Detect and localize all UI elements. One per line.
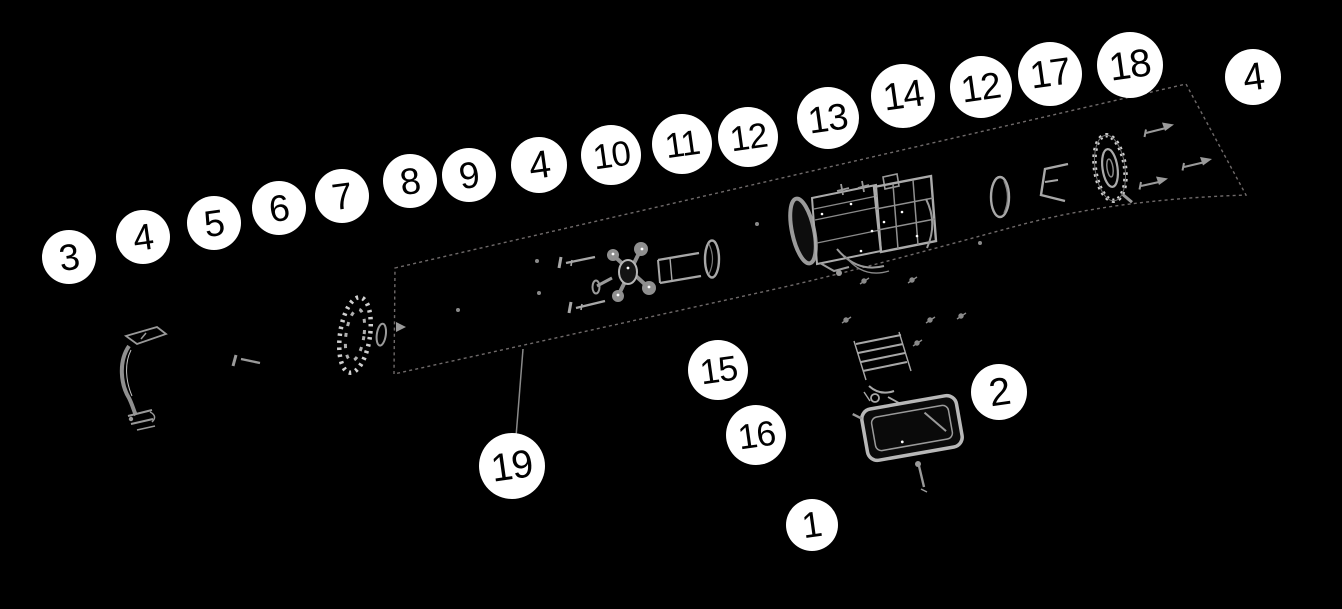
part-callout-balloon[interactable]: 14 [871, 64, 935, 128]
part-callout-balloon[interactable]: 3 [42, 230, 96, 284]
part-callout-number: 18 [1106, 40, 1154, 90]
part-callout-number: 11 [662, 122, 702, 166]
part-callout-number: 9 [456, 153, 482, 197]
part-callout-balloon[interactable]: 4 [116, 210, 170, 264]
part-callout-number: 6 [266, 186, 292, 230]
part-callout-number: 19 [488, 441, 536, 491]
part-callout-balloon[interactable]: 10 [581, 125, 641, 185]
part-callout-balloon[interactable]: 8 [383, 154, 437, 208]
part-callout-number: 4 [1239, 54, 1267, 100]
retaining-clip-part [1039, 162, 1069, 203]
part-callout-balloon[interactable]: 4 [511, 137, 567, 193]
assembly-outline-dashed [393, 83, 1248, 375]
part-callout-number: 7 [329, 174, 355, 218]
part-callout-number: 15 [696, 348, 740, 392]
part-callout-number: 12 [958, 63, 1004, 111]
part-callout-number: 10 [589, 133, 633, 177]
part-callout-number: 16 [734, 413, 778, 457]
part-callout-balloon[interactable]: 17 [1018, 42, 1082, 106]
part-callout-balloon[interactable]: 7 [315, 169, 369, 223]
part-callout-balloon[interactable]: 13 [797, 87, 859, 149]
screws-gearcase [557, 255, 606, 314]
small-screw-heads [841, 276, 967, 347]
part-callout-number: 12 [726, 115, 770, 159]
spring-cage-part [657, 239, 721, 285]
part-callout-balloon[interactable]: 4 [1225, 49, 1281, 105]
belt-hook-part [119, 326, 168, 431]
part-callout-balloon[interactable]: 6 [252, 181, 306, 235]
gear-wheel-part [336, 295, 388, 375]
clutch-gear-part [1092, 133, 1133, 204]
part-callout-number: 2 [985, 369, 1013, 415]
spacer-ring-part [989, 175, 1011, 219]
part-callout-balloon[interactable]: 12 [718, 107, 778, 167]
motor-switch-assembly-part [788, 173, 938, 276]
part-callout-number: 8 [397, 159, 423, 203]
outline-wedge-marker [396, 322, 406, 332]
part-callout-number: 17 [1027, 50, 1073, 98]
part-callout-number: 4 [525, 142, 553, 188]
part-callout-balloon[interactable]: 16 [726, 405, 786, 465]
part-callout-balloon[interactable]: 11 [652, 114, 712, 174]
handle-grip-part [853, 331, 912, 413]
part-callout-balloon[interactable]: 19 [479, 433, 545, 499]
screw-part-left [231, 354, 261, 367]
battery-pack-part [852, 393, 964, 463]
part-callout-balloon[interactable]: 15 [688, 340, 748, 400]
part-callout-number: 1 [799, 502, 825, 547]
small-pin-specks [456, 222, 982, 312]
part-callout-balloon[interactable]: 18 [1097, 32, 1163, 98]
part-callout-balloon[interactable]: 1 [786, 499, 838, 551]
part-callout-balloon[interactable]: 5 [187, 196, 241, 250]
part-callout-number: 14 [880, 72, 926, 120]
housing-screws-arrows [1138, 122, 1212, 190]
part-callout-balloon[interactable]: 2 [971, 364, 1027, 420]
part-callout-number: 3 [56, 235, 82, 279]
planet-carrier-part [591, 242, 656, 302]
part-callout-number: 4 [130, 215, 156, 259]
part-callout-balloon[interactable]: 9 [442, 148, 496, 202]
part-callout-number: 5 [201, 201, 227, 245]
callout-19-leader-line [515, 348, 524, 438]
part-callout-number: 13 [805, 94, 851, 142]
battery-screw-part [915, 461, 928, 493]
part-callout-balloon[interactable]: 12 [950, 56, 1012, 118]
